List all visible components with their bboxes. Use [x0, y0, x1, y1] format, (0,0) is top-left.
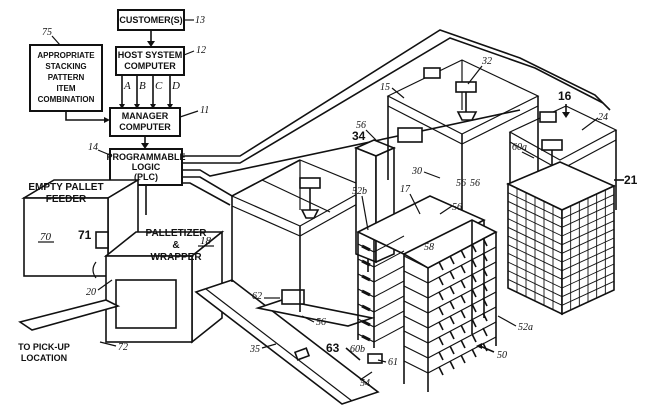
ref-58: 58	[424, 242, 434, 253]
ref-56c: 56	[470, 178, 480, 189]
storage-rack-21: 21	[506, 161, 638, 316]
plc-label-2: LOGIC	[132, 162, 161, 172]
manager-label-2: COMPUTER	[119, 122, 171, 132]
ref-61: 61	[388, 357, 398, 368]
ref-32: 32	[481, 56, 492, 67]
customer-label: CUSTOMER(S)	[119, 15, 182, 25]
ref-70: 70	[40, 231, 52, 243]
ref-20: 20	[86, 287, 96, 298]
ref-30: 30	[411, 166, 422, 177]
host-system-box	[115, 46, 185, 76]
ref-72: 72	[118, 342, 128, 353]
ref-12: 12	[196, 45, 206, 56]
ref-60a: 60a	[512, 142, 527, 153]
ref-11: 11	[200, 105, 209, 116]
channel-c: C	[155, 80, 163, 92]
gantry-frame-15: 15 32 30	[380, 56, 540, 218]
ref-63: 63	[326, 341, 340, 355]
host-label-1: HOST SYSTEM	[118, 50, 183, 60]
palletizer-wrapper: PALLETIZER & WRAPPER 18	[103, 228, 225, 344]
stacking-label-1: APPROPRIATE	[37, 51, 95, 60]
ref-35: 35	[249, 344, 260, 355]
host-label-2: COMPUTER	[124, 61, 176, 71]
ref-54: 54	[360, 378, 370, 389]
control-cables	[182, 29, 611, 206]
manager-label-1: MANAGER	[122, 111, 169, 121]
ref-16: 16	[558, 89, 572, 103]
stacking-label-5: COMBINATION	[38, 95, 95, 104]
ref-14: 14	[88, 142, 98, 153]
output-conveyor	[18, 299, 121, 331]
ref-15: 15	[380, 82, 390, 93]
manager-computer-box	[109, 107, 181, 137]
channel-a: A	[123, 80, 131, 92]
main-conveyor: 35	[194, 279, 380, 405]
ref-56b: 56	[356, 120, 366, 131]
pickup-label-1: TO PICK-UP	[18, 342, 70, 352]
feeder-label-2: FEEDER	[46, 194, 87, 205]
gantry-frame-left	[230, 159, 370, 312]
stacking-pattern-box	[29, 44, 103, 112]
ref-52b: 52b	[352, 186, 367, 197]
palletizer-label-2: &	[172, 240, 179, 251]
plc-box	[109, 148, 183, 186]
ref-62: 62	[252, 291, 262, 302]
stacking-label-3: PATTERN	[48, 73, 85, 82]
ref-18: 18	[200, 235, 212, 247]
ref-75: 75	[42, 27, 52, 38]
stacking-label-2: STACKING	[45, 62, 86, 71]
upper-conveyor: 62 56	[252, 289, 376, 328]
plc-label-3: (PLC)	[134, 172, 158, 182]
ref-56a: 56	[316, 317, 326, 328]
palletizer-label-1: PALLETIZER	[146, 228, 208, 239]
ref-13: 13	[195, 15, 205, 26]
ref-21: 21	[624, 173, 638, 187]
pickup-label-2: LOCATION	[21, 353, 67, 363]
ref-50: 50	[497, 350, 507, 361]
flow-rack-52a: 58 52a	[402, 219, 533, 392]
flow-rack-52b: 52b 17 56 56	[352, 178, 486, 348]
ref-60b: 60b	[350, 344, 365, 355]
ref-56d: 56	[452, 202, 462, 213]
ref-71: 71	[78, 228, 92, 242]
abcd-channels: A B C D	[119, 75, 180, 109]
ref-17: 17	[400, 184, 411, 195]
ref-34: 34	[352, 129, 366, 143]
ref-24: 24	[598, 112, 608, 123]
plc-label-1: PROGRAMMABLE	[107, 152, 186, 162]
channel-d: D	[171, 80, 180, 92]
ref-52a: 52a	[518, 322, 533, 333]
stacking-label-4: ITEM	[56, 84, 75, 93]
palletizer-label-3: WRAPPER	[150, 252, 202, 263]
channel-b: B	[139, 80, 146, 92]
ref-56e: 56	[456, 178, 466, 189]
feeder-label-1: EMPTY PALLET	[28, 182, 103, 193]
